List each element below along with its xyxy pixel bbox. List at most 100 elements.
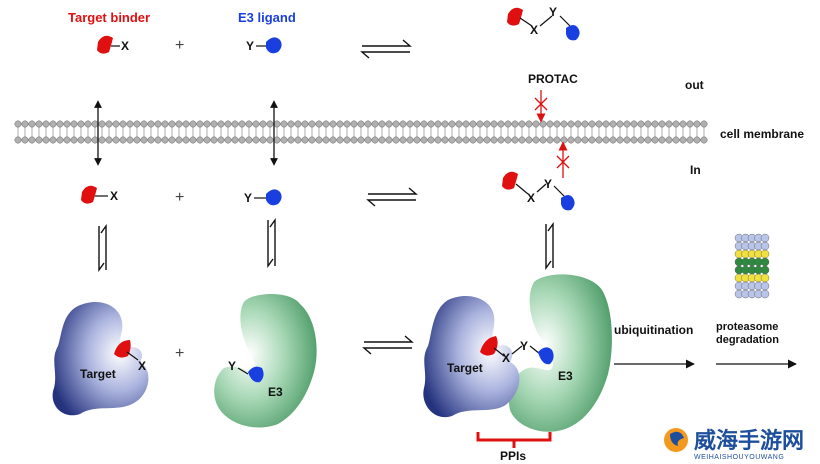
lipid-bead	[182, 120, 190, 128]
lipid-bead	[602, 136, 610, 144]
lipid-bead	[273, 120, 281, 128]
lipid-bead	[595, 120, 603, 128]
proteasome-subunit	[760, 257, 770, 267]
lipid-bead	[350, 120, 358, 128]
lipid-bead	[308, 136, 316, 144]
lipid-bead	[616, 136, 624, 144]
ppis-label: PPIs	[500, 449, 526, 463]
x-label: X	[110, 189, 118, 203]
lipid-bead	[14, 120, 22, 128]
e3-protein-complex-left: Y E3	[214, 294, 317, 428]
lipid-bead	[476, 120, 484, 128]
lipid-bead	[266, 136, 274, 144]
lipid-bead	[259, 136, 267, 144]
lipid-bead	[364, 136, 372, 144]
x-label: X	[121, 39, 129, 53]
proteasome-subunit	[760, 241, 770, 251]
lipid-bead	[637, 136, 645, 144]
e3-ligand-inside: Y	[244, 189, 282, 206]
ternary-complex: X Y Target E3	[423, 274, 612, 432]
lipid-bead	[231, 136, 239, 144]
x-label: X	[527, 191, 535, 205]
e3-protein	[508, 274, 612, 432]
proteasome	[734, 233, 770, 299]
plus-sign: +	[175, 37, 184, 54]
cell-membrane-label: cell membrane	[720, 127, 804, 141]
lipid-bead	[371, 120, 379, 128]
lipid-bead	[525, 136, 533, 144]
ubiquitination-label: ubiquitination	[614, 323, 693, 337]
equilibrium-arrow-vertical-left	[98, 223, 107, 273]
lipid-bead	[665, 120, 673, 128]
y-label: Y	[549, 5, 557, 19]
y-label: Y	[228, 359, 236, 373]
lipid-bead	[392, 120, 400, 128]
lipid-bead	[567, 136, 575, 144]
lipid-bead	[504, 120, 512, 128]
lipid-bead	[168, 120, 176, 128]
proteasome-subunit	[760, 249, 770, 259]
lipid-bead	[553, 120, 561, 128]
e3-label: E3	[268, 385, 283, 399]
lipid-bead	[245, 136, 253, 144]
protac-molecule-top: X Y	[507, 5, 580, 41]
lipid-bead	[140, 136, 148, 144]
e3-ligand-bound	[248, 366, 264, 383]
lipid-bead	[651, 136, 659, 144]
target-binder-bound	[114, 340, 131, 358]
out-label: out	[685, 78, 704, 92]
lipid-bead	[63, 136, 71, 144]
lipid-bead	[154, 136, 162, 144]
lipid-bead	[658, 136, 666, 144]
lipid-bead	[693, 136, 701, 144]
lipid-bead	[154, 120, 162, 128]
lipid-bead	[483, 120, 491, 128]
lipid-bead	[518, 136, 526, 144]
lipid-bead	[35, 120, 43, 128]
lipid-bead	[392, 136, 400, 144]
proteasome-subunit	[760, 289, 770, 299]
lipid-bead	[644, 120, 652, 128]
lipid-bead	[434, 136, 442, 144]
lipid-bead	[77, 120, 85, 128]
e3-label: E3	[558, 369, 573, 383]
lipid-bead	[133, 136, 141, 144]
lipid-bead	[231, 120, 239, 128]
y-label: Y	[246, 39, 254, 53]
lipid-bead	[588, 120, 596, 128]
lipid-bead	[700, 136, 708, 144]
lipid-bead	[665, 136, 673, 144]
lipid-bead	[322, 120, 330, 128]
lipid-bead	[147, 120, 155, 128]
ppis-bracket	[476, 432, 552, 448]
lipid-bead	[196, 120, 204, 128]
lipid-bead	[462, 136, 470, 144]
lipid-bead	[322, 136, 330, 144]
target-protein	[423, 295, 520, 418]
lipid-bead	[539, 136, 547, 144]
lipid-bead	[609, 120, 617, 128]
lipid-bead	[175, 120, 183, 128]
lipid-bead	[693, 120, 701, 128]
lipid-bead	[371, 136, 379, 144]
target-binder-bound	[480, 336, 498, 356]
equilibrium-arrow-vertical-right	[545, 221, 554, 271]
lipid-bead	[280, 120, 288, 128]
lipid-bead	[644, 136, 652, 144]
lipid-bead	[581, 120, 589, 128]
lipid-bead	[532, 136, 540, 144]
lipid-bead	[105, 120, 113, 128]
lipid-bead	[70, 120, 78, 128]
lipid-bead	[399, 136, 407, 144]
lipid-bead	[42, 120, 50, 128]
lipid-bead	[490, 136, 498, 144]
lipid-bead	[252, 120, 260, 128]
lipid-bead	[266, 120, 274, 128]
lipid-bead	[238, 120, 246, 128]
lipid-bead	[546, 120, 554, 128]
lipid-bead	[672, 120, 680, 128]
e3-ligand-bound	[538, 347, 554, 365]
x-label: X	[138, 359, 146, 373]
lipid-bead	[630, 120, 638, 128]
